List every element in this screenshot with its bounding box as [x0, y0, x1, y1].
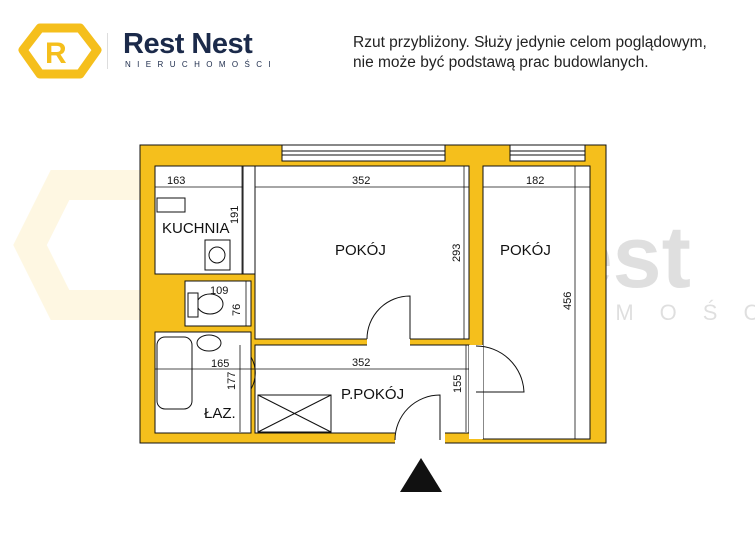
dim-room1-width: 352: [352, 175, 370, 187]
brand-name: Rest Nest: [123, 28, 253, 60]
disclaimer: Rzut przybliżony. Służy jedynie celom po…: [353, 33, 707, 73]
room-label-hall: P.POKÓJ: [341, 386, 404, 403]
door-swing: [250, 356, 256, 390]
stove-icon: [156, 197, 186, 213]
disclaimer-line-2: nie może być podstawą prac budowlanych.: [353, 54, 649, 71]
logo-letter: R: [45, 37, 67, 70]
floor-plan: 163 352 182 191 293 456 109 76 165 177 3…: [139, 144, 607, 444]
brand-subtitle: NIERUCHOMOŚCI: [125, 60, 278, 69]
room1-area: [254, 165, 470, 340]
room2-area: [482, 165, 591, 440]
window: [509, 144, 586, 162]
disclaimer-line-1: Rzut przybliżony. Służy jedynie celom po…: [353, 34, 707, 51]
dim-hall-width: 352: [352, 357, 370, 369]
logo-icon: R: [18, 23, 102, 79]
room-label-bathroom: ŁAZ.: [204, 405, 236, 422]
room-label-room2: POKÓJ: [500, 242, 551, 259]
window: [281, 144, 446, 162]
room-label-room1: POKÓJ: [335, 242, 386, 259]
dim-bath-depth: 177: [226, 372, 238, 390]
dim-room2-width: 182: [526, 175, 544, 187]
dim-kitchen-width: 163: [167, 175, 185, 187]
dim-bath-width: 165: [211, 358, 229, 370]
header-divider: [107, 33, 108, 69]
dim-wc-depth: 76: [231, 304, 243, 316]
toilet-icon: [196, 293, 224, 315]
dim-room2-depth: 456: [562, 292, 574, 310]
dim-kitchen-depth: 191: [229, 206, 241, 224]
dim-wc-width: 109: [210, 285, 228, 297]
room-label-kitchen: KUCHNIA: [162, 220, 230, 237]
washbasin-icon: [196, 334, 222, 352]
door-swing: [475, 345, 525, 393]
entrance-arrow-icon: [400, 458, 442, 492]
bathtub-icon: [156, 336, 193, 410]
door-swing: [366, 295, 411, 340]
dim-hall-depth: 155: [452, 375, 464, 393]
door-swing: [394, 394, 441, 441]
dim-room1-depth: 293: [451, 244, 463, 262]
